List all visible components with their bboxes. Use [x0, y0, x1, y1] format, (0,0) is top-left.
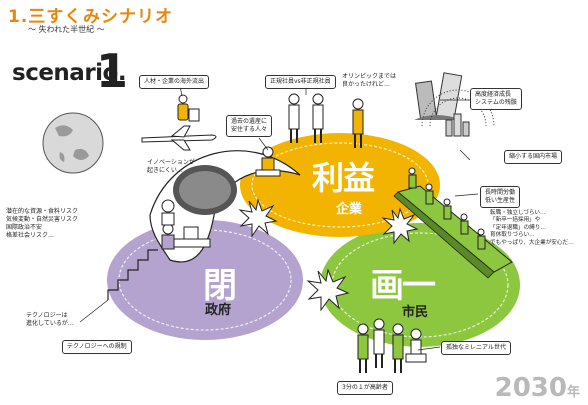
callout-talent-outflow: 人材・企業の海外流出 — [139, 75, 210, 89]
callout-lonely-millennials: 孤独なミレニアル世代 — [441, 341, 511, 355]
government-desk — [161, 223, 211, 250]
ruined-buildings-icon — [414, 72, 463, 120]
callout-shrinking-market: 縮小する国内市場 — [504, 150, 563, 164]
page-subtitle: 〜 失われた半世紀 〜 — [28, 25, 105, 34]
burst-middle — [306, 268, 350, 312]
escalator-people — [408, 167, 486, 250]
zigzag-stair — [107, 249, 158, 300]
business-ellipse — [240, 133, 440, 237]
page-title: 1.三すくみシナリオ — [8, 7, 173, 27]
callout-tech-regulation: テクノロジーへの規制 — [62, 340, 132, 354]
scenario-number: 1 — [96, 44, 129, 98]
callout-legacy-people: 過去の遺産に 安住する人々 — [226, 115, 273, 137]
burst-top — [238, 198, 278, 238]
year-value: 2030 — [494, 373, 567, 403]
traveler-figure — [177, 94, 200, 122]
citizens-people — [357, 318, 427, 373]
callout-long-hours: 長時間労働 低い生産性 — [480, 186, 521, 208]
worried-figure — [161, 199, 175, 226]
callout-elderly-ratio: 3分の１が高齢者 — [337, 381, 393, 395]
note-innovation: イノベーションが 起きにくい… — [147, 159, 195, 174]
note-olympics: オリンピックまでは 良かったけれど… — [342, 73, 397, 88]
business-subtitle: 企業 — [336, 202, 363, 217]
globe-icon — [42, 112, 104, 174]
note-tech: テクノロジーは 進化しているが… — [26, 312, 74, 327]
business-people — [255, 93, 364, 177]
burst-right — [381, 207, 419, 245]
year-label: 2030年 — [495, 373, 580, 403]
shrinking-city-icon — [421, 89, 495, 137]
business-title: 利益 — [312, 159, 375, 197]
note-job-change: 転職・独立しづらい… 「新卒一括採用」や 「定年退職」の縛り… 育休取りづらい…… — [490, 210, 574, 246]
callout-growth-system: 高度経済成長 システムの残骸 — [470, 88, 522, 110]
airplane-icon — [141, 125, 217, 151]
citizens-title: 画一 — [370, 266, 436, 306]
citizens-subtitle: 市民 — [402, 305, 429, 320]
government-title: 閉 — [203, 266, 237, 306]
callout-regular-vs-irregular: 正規社員vs非正規社員 — [265, 75, 336, 89]
government-subtitle: 政府 — [205, 303, 232, 318]
year-suffix: 年 — [566, 385, 580, 400]
scenario-label: scenario. — [12, 60, 127, 86]
note-risks: 潜在的な資源・食料リスク 気候変動・自然災害リスク 国際政治不安 格差社会リスク… — [6, 208, 79, 239]
